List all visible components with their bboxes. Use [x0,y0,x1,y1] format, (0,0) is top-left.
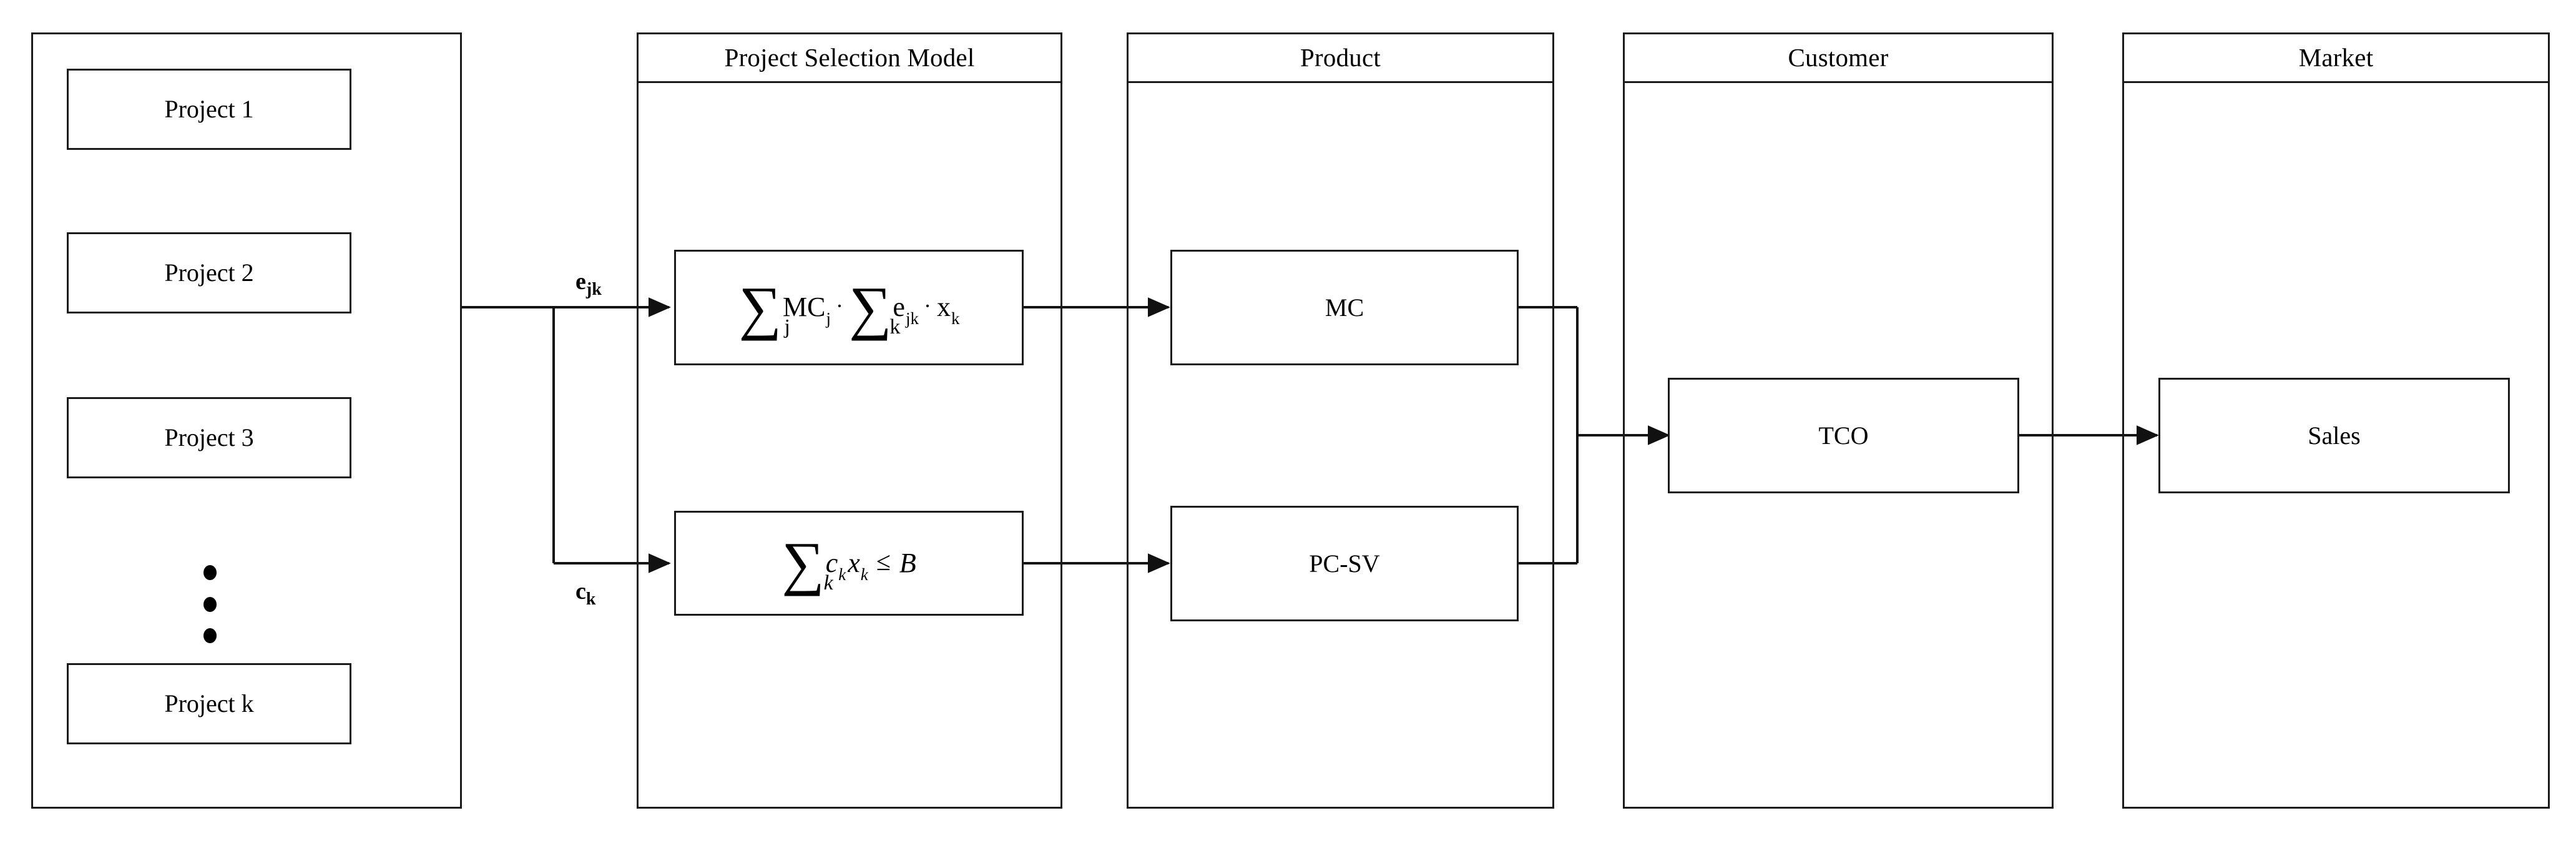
node-tco[interactable]: TCO [1668,378,2019,493]
summation-index: k [823,571,833,594]
node-mc[interactable]: MC [1170,250,1519,365]
panel-project-selection-model: Project Selection Model [637,32,1062,809]
panel-customer: Customer [1623,32,2054,809]
node-pc-sv[interactable]: PC-SV [1170,506,1519,621]
summation-symbol-k: ∑k [848,274,901,341]
ellipsis-dot [203,565,217,580]
edge-label-ck: ck [575,578,596,609]
summation-symbol-k: ∑k [781,530,833,597]
project-box-label: Project 1 [164,95,254,123]
project-box-3[interactable]: Project 3 [67,397,351,478]
node-label: MC [1325,293,1364,322]
panel-header-project-selection-model: Project Selection Model [639,34,1060,83]
panel-title: Market [2298,43,2374,72]
panel-header-product: Product [1129,34,1552,83]
panel-projects [31,32,462,809]
panel-header-customer: Customer [1625,34,2052,83]
budget-constraint-formula: ∑k ck xk ≤ B [781,530,916,597]
panel-title: Project Selection Model [724,43,975,72]
node-label: Sales [2308,421,2361,450]
summation-index: j [784,315,790,339]
ellipsis-dot [203,596,217,612]
ellipsis-dot [203,628,217,643]
project-box-k[interactable]: Project k [67,663,351,744]
panel-title: Customer [1788,43,1889,72]
node-label: TCO [1818,421,1869,450]
project-box-1[interactable]: Project 1 [67,69,351,150]
objective-function-box[interactable]: ∑j MCj · ∑k ejk · xk [674,250,1024,365]
edge-label-ejk: ejk [575,269,602,299]
ellipsis-dots [202,565,217,643]
panel-title: Product [1300,43,1381,72]
multiplication-dot: · [835,293,843,319]
multiplication-dot: · [923,293,931,319]
panel-header-market: Market [2124,34,2548,83]
project-box-label: Project k [164,689,254,717]
summation-symbol-j: ∑j [738,274,790,341]
project-box-2[interactable]: Project 2 [67,232,351,313]
x-term: xk [936,292,960,328]
e-term: ejk [893,292,919,328]
project-box-label: Project 2 [164,259,254,287]
budget-constraint-box[interactable]: ∑k ck xk ≤ B [674,511,1024,616]
project-box-label: Project 3 [164,423,254,451]
less-or-equal-symbol: ≤ [876,547,891,576]
summation-index: k [889,315,901,339]
node-label: PC-SV [1309,549,1380,578]
panel-product: Product [1127,32,1554,809]
node-sales[interactable]: Sales [2158,378,2510,493]
c-term: ck [825,547,846,584]
budget-symbol: B [899,547,916,578]
x-term: xk [848,547,868,584]
mc-term: MCj [782,292,831,328]
panel-market: Market [2122,32,2550,809]
objective-function-formula: ∑j MCj · ∑k ejk · xk [738,274,960,341]
